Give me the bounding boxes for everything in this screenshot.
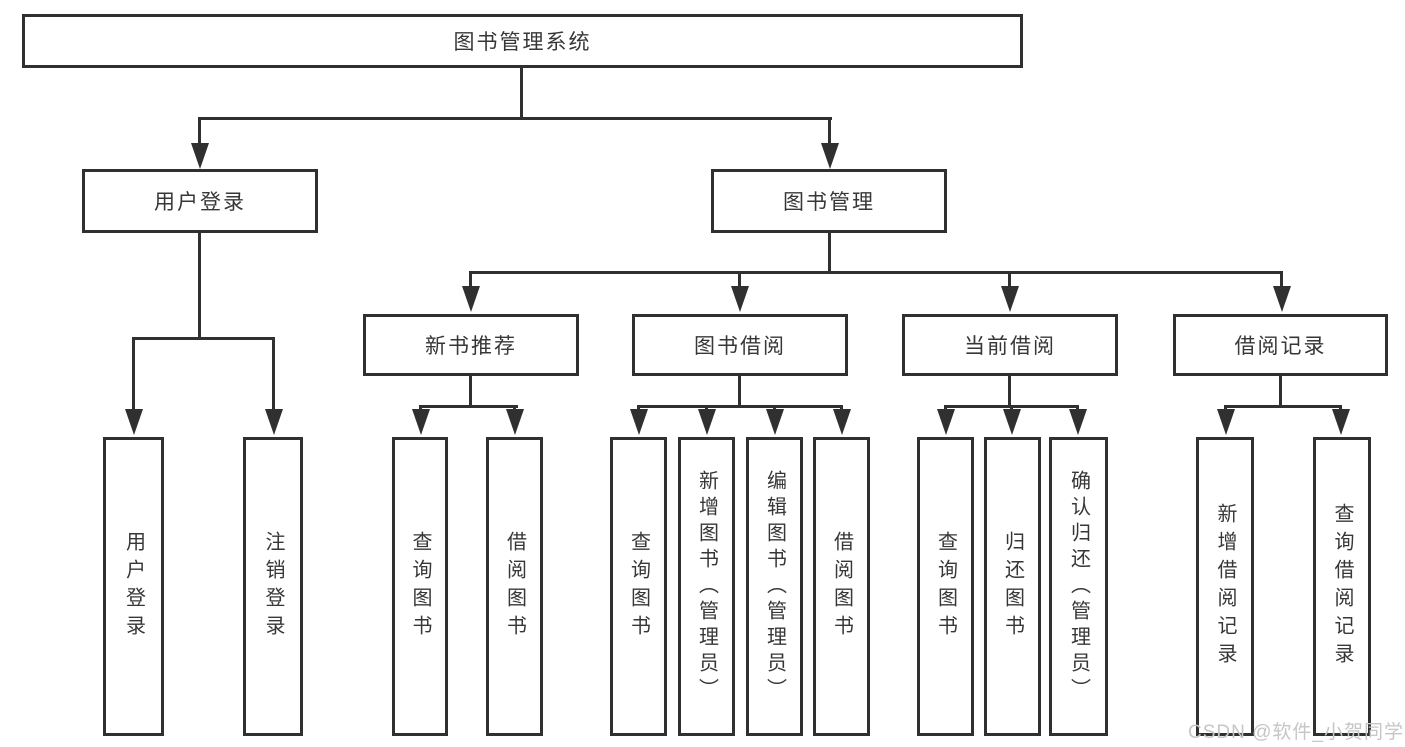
leaf-borrowing-query-books-label: 查询图书 [627,530,650,643]
leaf-current-confirm-return-label: 确认归还（管理员） [1067,469,1090,704]
arrowhead-recommend-query [412,409,430,435]
connector-drop-book-management [828,117,831,146]
leaf-borrowing-add-books: 新增图书（管理员） [678,437,735,736]
leaf-borrowing-query-books: 查询图书 [610,437,667,736]
node-book-management-label: 图书管理 [783,191,875,214]
connector-current-trunk [1008,376,1011,405]
leaf-logout: 注销登录 [243,437,303,736]
connector-drop-login-user [132,337,135,411]
leaf-borrowing-borrow-books: 借阅图书 [813,437,870,736]
leaf-current-return-books-label: 归还图书 [1001,530,1024,643]
leaf-current-return-books: 归还图书 [984,437,1041,736]
leaf-borrowing-edit-books: 编辑图书（管理员） [746,437,803,736]
leaf-borrowing-borrow-books-label: 借阅图书 [830,530,853,643]
connector-root-trunk [520,68,523,118]
arrowhead-borrowing-edit [766,409,784,435]
leaf-records-query-record: 查询借阅记录 [1313,437,1371,736]
connector-mgmt-bar [469,271,1283,274]
node-borrowing-records: 借阅记录 [1173,314,1388,376]
arrowhead-records [1273,286,1291,312]
node-borrowing-records-label: 借阅记录 [1234,335,1327,358]
arrowhead-login-logout [265,409,283,435]
leaf-user-login: 用户登录 [103,437,164,736]
node-book-borrowing: 图书借阅 [632,314,848,376]
connector-recommend-bar [419,405,518,408]
csdn-watermark: CSDN @软件_小贺同学 [1188,722,1404,743]
leaf-current-query-books-label: 查询图书 [934,530,957,643]
node-new-book-recommend-label: 新书推荐 [425,335,517,358]
arrowhead-records-query [1332,409,1350,435]
connector-borrowing-trunk [738,376,741,405]
connector-drop-login-logout [272,337,275,411]
connector-recommend-trunk [469,376,472,405]
node-library-system: 图书管理系统 [22,14,1023,68]
node-user-login: 用户登录 [82,169,318,233]
leaf-current-query-books: 查询图书 [917,437,974,736]
arrowhead-current-query [937,409,955,435]
node-user-login-label: 用户登录 [154,191,246,214]
connector-login-trunk [198,233,201,337]
node-new-book-recommend: 新书推荐 [363,314,579,376]
arrowhead-current-return [1003,409,1021,435]
arrowhead-current-confirm [1069,409,1087,435]
arrowhead-login-user [125,409,143,435]
arrowhead-current [1001,286,1019,312]
connector-records-bar [1224,405,1342,408]
leaf-recommend-query-books: 查询图书 [392,437,448,736]
arrowhead-book-management [821,143,839,169]
leaf-logout-label: 注销登录 [262,530,284,643]
connector-root-bar [198,117,832,120]
leaf-current-confirm-return: 确认归还（管理员） [1049,437,1108,736]
arrowhead-user-login [191,143,209,169]
leaf-borrowing-edit-books-label: 编辑图书（管理员） [763,469,786,704]
connector-mgmt-trunk [828,233,831,271]
connector-drop-recommend [469,271,472,288]
arrowhead-records-add [1217,409,1235,435]
arrowhead-recommend-borrow [506,409,524,435]
connector-drop-records [1280,271,1283,288]
leaf-records-add-record-label: 新增借阅记录 [1214,502,1236,671]
arrowhead-borrowing-add [698,409,716,435]
leaf-records-query-record-label: 查询借阅记录 [1331,502,1353,671]
node-library-system-label: 图书管理系统 [453,31,592,54]
leaf-recommend-borrow-books-label: 借阅图书 [503,530,526,643]
arrowhead-borrowing-borrow [833,409,851,435]
leaf-recommend-borrow-books: 借阅图书 [486,437,543,736]
arrowhead-borrowing [731,286,749,312]
connector-drop-user-login [198,117,201,146]
leaf-user-login-label: 用户登录 [122,530,145,643]
node-current-borrowing: 当前借阅 [902,314,1118,376]
arrowhead-borrowing-query [630,409,648,435]
node-book-management: 图书管理 [711,169,947,233]
leaf-recommend-query-books-label: 查询图书 [409,530,431,643]
connector-records-trunk [1279,376,1282,405]
arrowhead-recommend [462,286,480,312]
node-current-borrowing-label: 当前借阅 [964,335,1056,358]
connector-login-bar [132,337,275,340]
connector-borrowing-bar [637,405,843,408]
leaf-borrowing-add-books-label: 新增图书（管理员） [695,469,718,704]
leaf-records-add-record: 新增借阅记录 [1196,437,1254,736]
node-book-borrowing-label: 图书借阅 [694,335,786,358]
connector-drop-borrowing [738,271,741,288]
connector-drop-current [1008,271,1011,288]
